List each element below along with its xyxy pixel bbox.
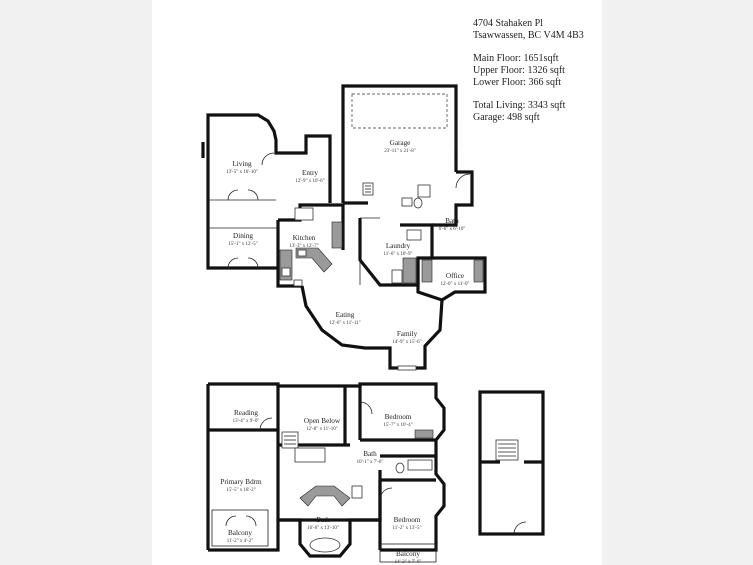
bedroom-1-dimensions: 15'-7" x 10'-4" xyxy=(383,423,412,428)
bedroom-1-label: Bedroom xyxy=(385,413,412,421)
kitchen-dimensions: 13'-3" x 12'-7" xyxy=(289,244,318,249)
kitchen-label: Kitchen xyxy=(293,234,316,242)
dining-dimensions: 15'-1" x 12'-5" xyxy=(228,242,257,247)
garage-door-outline xyxy=(351,93,448,129)
balcony-2-dimensions: 14'-2" x 7'-6" xyxy=(395,560,422,565)
office-counter xyxy=(473,259,484,283)
dining-walls xyxy=(206,205,280,270)
open-below-label: Open Below xyxy=(304,417,341,425)
reading-dimensions: 13'-4" x 9'-0" xyxy=(233,419,260,424)
laundry-label: Laundry xyxy=(386,242,411,250)
bath-1-dimensions: 10'-1" x 7'-6" xyxy=(357,460,384,465)
balcony-1 xyxy=(211,509,269,547)
lower-stairs xyxy=(495,439,519,461)
primary-bedroom-label: Primary Bdrm xyxy=(220,478,262,486)
primary-bath-vanity xyxy=(299,485,351,507)
lower-floor-plan xyxy=(478,390,545,536)
upper-outer-walls xyxy=(208,382,446,552)
laundry-dimensions: 11'-6" x 10'-9" xyxy=(383,252,412,257)
bath-dimensions: 6'-6" x 6'-10" xyxy=(439,227,466,232)
property-info: 4704 Stahaken Pl Tsawwassen, BC V4M 4B3 … xyxy=(473,18,584,124)
office-dimensions: 12'-0" x 11'-0" xyxy=(440,282,469,287)
office-label: Office xyxy=(446,272,464,280)
living-walls xyxy=(206,113,332,205)
bath-1-label: Bath xyxy=(363,450,377,458)
address-city: Tsawwassen, BC V4M 4B3 xyxy=(473,30,584,41)
garage-area: Garage: 498 sqft xyxy=(473,112,540,123)
entry-dimensions: 12'-9" x 10'-6" xyxy=(295,179,324,184)
entry-label: Entry xyxy=(302,169,318,177)
bath-2-label: Bath xyxy=(316,516,330,524)
upper-floor-area: Upper Floor: 1326 sqft xyxy=(473,65,565,76)
garage-label: Garage xyxy=(390,139,411,147)
laundry-counter xyxy=(402,257,417,284)
main-floor-area: Main Floor: 1651sqft xyxy=(473,53,559,64)
upper-bath-tub xyxy=(407,459,433,471)
bath-vanity xyxy=(401,197,413,207)
fireplace xyxy=(397,365,417,371)
balcony-1-label: Balcony xyxy=(228,529,252,537)
bath-2-dimensions: 16'-6" x 13'-10" xyxy=(307,526,339,531)
upper-floor-plan xyxy=(206,382,446,563)
primary-bath-tub xyxy=(309,537,341,553)
main-floor-plan xyxy=(201,84,487,371)
address-street: 4704 Stahaken Pl xyxy=(473,18,543,29)
living-label: Living xyxy=(232,160,252,168)
kitchen-counter xyxy=(331,221,343,249)
bedroom-2-label: Bedroom xyxy=(394,516,421,524)
primary-bedroom-dimensions: 15'-5" x 18'-2" xyxy=(226,488,255,493)
balcony-1-dimensions: 11'-2" x 4'-2" xyxy=(227,539,254,544)
balcony-2-label: Balcony xyxy=(396,550,420,558)
kitchen-walls xyxy=(278,203,345,250)
garage-dimensions: 23'-11" x 21'-8" xyxy=(384,149,416,154)
eating-label: Eating xyxy=(336,311,355,319)
balcony-2 xyxy=(379,543,437,563)
total-living-area: Total Living: 3343 sqft xyxy=(473,100,566,111)
bath-label: Bath xyxy=(445,217,459,225)
reading-label: Reading xyxy=(234,409,258,417)
open-below-dimensions: 12'-8" x 11'-10" xyxy=(306,427,338,432)
bedroom-2-dimensions: 11'-2" x 13'-5" xyxy=(392,526,421,531)
eating-family-walls xyxy=(300,285,444,370)
dining-label: Dining xyxy=(233,232,253,240)
eating-dimensions: 12'-6" x 11'-11" xyxy=(329,321,360,326)
lower-floor-area: Lower Floor: 366 sqft xyxy=(473,77,562,88)
living-dimensions: 13'-5" x 16'-10" xyxy=(226,170,258,175)
office-walls xyxy=(416,256,487,302)
family-dimensions: 14'-9" x 15'-6" xyxy=(392,340,421,345)
family-label: Family xyxy=(397,330,418,338)
